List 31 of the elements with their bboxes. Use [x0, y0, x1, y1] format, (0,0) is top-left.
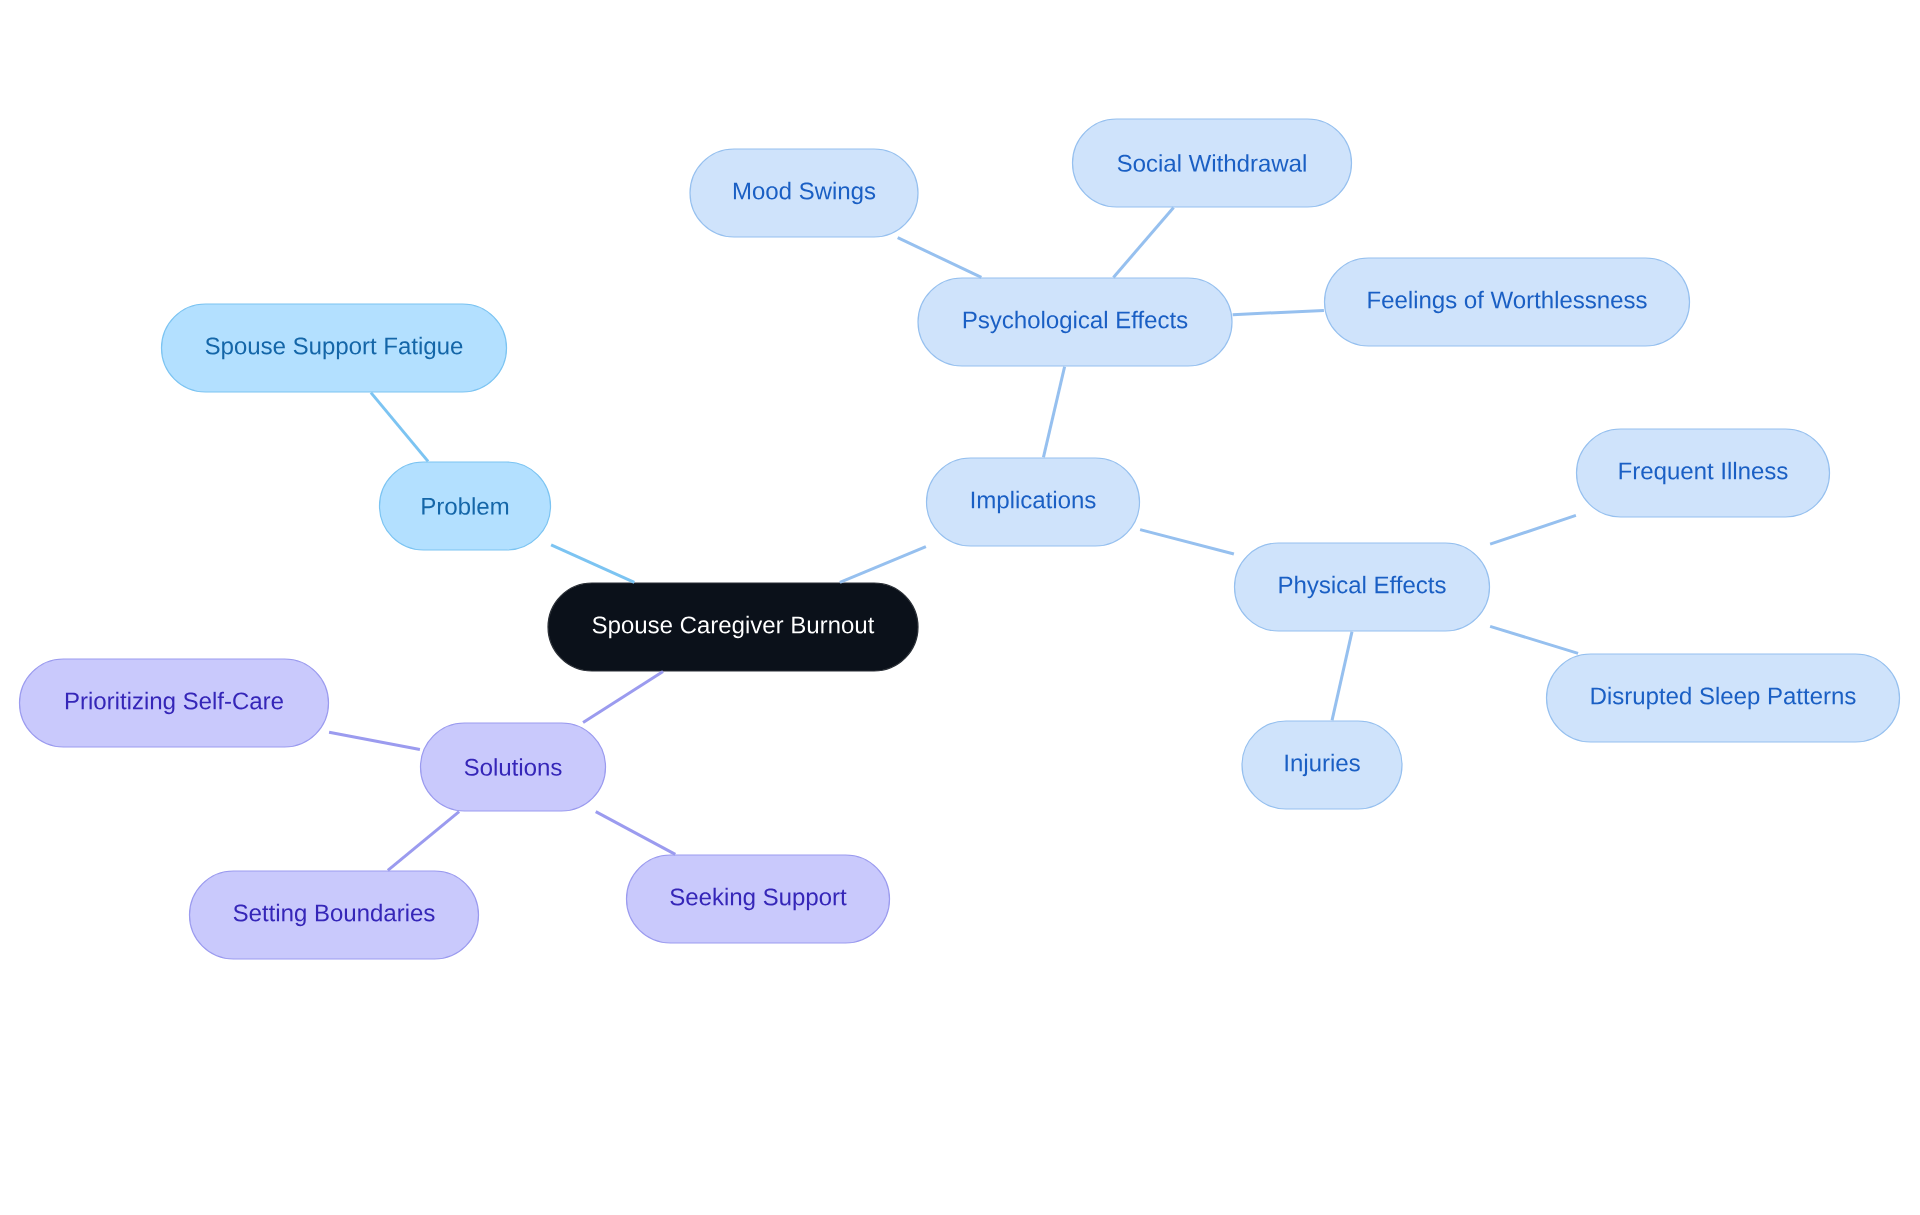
connector-line [1112, 206, 1175, 279]
topic-box: Solutions [419, 722, 607, 812]
connector-line [328, 730, 421, 751]
connector-line [1232, 308, 1324, 317]
connector-line [369, 391, 430, 463]
connector-line [1041, 366, 1067, 458]
topic-box: Mood Swings [689, 148, 919, 238]
topic-box: Physical Effects [1233, 542, 1491, 632]
topic-box: Injuries [1241, 720, 1403, 810]
topic-box: Social Withdrawal [1071, 118, 1353, 208]
topic-box: Feelings of Worthlessness [1323, 257, 1691, 347]
connector-line [1139, 528, 1235, 556]
topic-box: Disrupted Sleep Patterns [1545, 653, 1901, 743]
topic-box: Seeking Support [625, 854, 891, 944]
topic-box: Problem [378, 461, 552, 551]
connector-line [595, 810, 676, 856]
connector-line [839, 545, 927, 584]
connector-line [582, 670, 664, 724]
topic-box: Implications [925, 457, 1141, 547]
connector-line [1489, 514, 1577, 546]
connector-line [1489, 624, 1579, 655]
central-topic-box: Spouse Caregiver Burnout [547, 582, 919, 672]
topic-box: Spouse Support Fatigue [160, 303, 508, 393]
connector-line [550, 543, 635, 584]
topic-box: Psychological Effects [917, 277, 1233, 367]
connector-line [897, 236, 982, 279]
connector-line [1330, 631, 1354, 721]
topic-box: Setting Boundaries [188, 870, 480, 960]
topic-box: Prioritizing Self-Care [18, 658, 330, 748]
topic-box: Frequent Illness [1575, 428, 1831, 518]
connector-line [386, 810, 461, 872]
